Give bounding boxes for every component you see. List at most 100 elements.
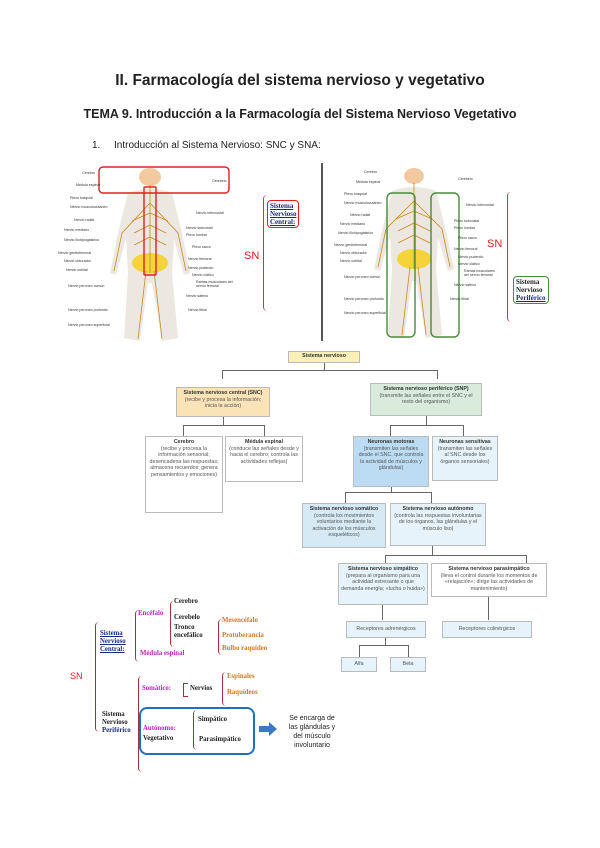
node-title: Sistema nervioso autónomo — [402, 506, 474, 512]
label-peroneo-comun: Nervio peroneo común — [68, 284, 105, 288]
document-title: II. Farmacología del sistema nervioso y … — [115, 72, 485, 89]
box-snc-line: Central: — [270, 218, 296, 226]
connector — [223, 415, 224, 425]
label-peroneo-profundo: Nervio peroneo profundo — [344, 297, 384, 301]
connector — [385, 555, 527, 564]
label-pudendo: Nervio pudendo — [458, 255, 484, 259]
node-title: Sistema nervioso parasimpático — [448, 566, 530, 572]
label-ciatico: Nervio ciático — [192, 273, 214, 277]
node-title: Alfa — [354, 661, 364, 667]
node-desc: (controla los movimientos voluntarios me… — [312, 512, 376, 539]
node-title: Sistema nervioso central (SNC) — [183, 390, 263, 396]
box-snc-line: Nervioso — [270, 210, 297, 218]
cm-cerebro: Cerebro — [174, 598, 198, 605]
label-cerebro: Cerebro — [364, 170, 377, 174]
brace-snc — [135, 610, 140, 662]
label-plexo-sacro: Plexo sacro — [458, 236, 477, 240]
label-peroneo-profundo: Nervio peroneo profundo — [68, 308, 108, 312]
node-title: Receptores adrenérgicos — [356, 626, 416, 632]
box-snp-line: Nervioso — [516, 286, 543, 294]
arrow-right-icon — [259, 722, 277, 736]
label-peroneo-comun: Nervio peroneo común — [344, 275, 381, 279]
cm-line: Central: — [100, 646, 125, 653]
label-tibial: Nervio tibial — [188, 308, 207, 312]
label-obturador: Nervio obturador — [64, 259, 91, 263]
label-cubital: Nervio cubital — [66, 268, 88, 272]
node-title: Médula espinal — [245, 439, 283, 445]
label-peroneo-superficial: Nervio peroneo superficial — [344, 311, 386, 315]
document-subtitle: TEMA 9. Introducción a la Farmacología d… — [83, 107, 517, 121]
label-safeno: Nervio safeno — [186, 294, 209, 298]
node-desc: (conduce las señales desde y hacia el ce… — [229, 445, 299, 465]
label-subcostal: Nervio subcostal — [186, 226, 213, 230]
connector — [432, 546, 433, 555]
node-desc: (prepara al organismo para una actividad… — [341, 572, 425, 592]
label-ramas-femoral: Ramas musculares del nervio femoral — [196, 280, 233, 288]
node-parasimpatico: Sistema nervioso parasimpático(lleva el … — [431, 563, 547, 597]
connector — [324, 362, 325, 370]
body-illustration-snc — [98, 166, 230, 341]
node-cerebro: Cerebro(recibe y procesa la información … — [145, 436, 223, 513]
box-snp-line: Periférico — [516, 294, 546, 302]
cm-line: Nervioso — [100, 638, 126, 645]
label-medula: Médula espinal — [76, 183, 101, 187]
label-iliohipogastrico: Nervio iliohipogástrico — [64, 238, 100, 242]
label-intercostal: Nervio intercostal — [466, 203, 494, 207]
label-plexo-sacro: Plexo sacro — [192, 245, 211, 249]
connector — [183, 425, 265, 436]
cm-sn-label: SN — [70, 671, 83, 681]
node-snp: Sistema nervioso periférico (SNP)(transm… — [370, 383, 482, 416]
node-title: Sistema nervioso somático — [309, 506, 379, 512]
box-snp-line: Sistema — [516, 278, 540, 286]
autonomo-highlight-box — [139, 707, 255, 755]
connector — [382, 604, 383, 620]
node-receptores-adrenergicos: Receptores adrenérgicos — [346, 621, 426, 638]
label-pudendo: Nervio pudendo — [188, 266, 214, 270]
label-plexo-braquial: Plexo braquial — [70, 196, 93, 200]
node-title: Beta — [402, 661, 414, 667]
node-desc: (transmiten las señales desde el SNC, qu… — [358, 445, 424, 472]
brace-snc — [263, 195, 268, 311]
node-snc: Sistema nervioso central (SNC)(recibe y … — [176, 387, 270, 417]
cm-mesencefalo: Mesencéfalo — [222, 617, 258, 624]
cm-line: encefálico — [174, 632, 203, 639]
label-medula: Médula espinal — [356, 180, 381, 184]
node-desc: (controla las respuestas involuntarias d… — [394, 512, 482, 532]
label-plexo-braquial: Plexo braquial — [344, 192, 367, 196]
node-sistema-nervioso: Sistema nervioso — [288, 351, 360, 363]
cm-autonomo: Autónomo: — [143, 725, 176, 732]
cm-vegetativo: Vegetativo — [143, 735, 174, 742]
node-title: Receptores colinérgicos — [458, 626, 516, 632]
label-genitofemoral: Nervio genitofemoral — [58, 251, 92, 255]
label-safeno: Nervio safeno — [454, 283, 477, 287]
cm-nervios: Nervios — [190, 685, 213, 692]
section-heading: 1.Introducción al Sistema Nervioso: SNC … — [92, 140, 321, 151]
cm-snp-label: Sistema Nervioso Periférico — [102, 711, 131, 735]
label-femoral: Nervio femoral — [454, 247, 478, 251]
node-title: Neuronas motoras — [367, 439, 415, 445]
sn-label-2: SN — [487, 238, 503, 250]
cm-note: Se encarga de las glándulas y del múscul… — [282, 714, 342, 750]
node-beta: Beta — [390, 657, 426, 672]
node-alfa: Alfa — [341, 657, 377, 672]
brace-tronco — [218, 619, 223, 655]
connector — [345, 492, 432, 503]
label-cerebelo: Cerebelo — [212, 179, 227, 183]
cm-line: Nervioso — [102, 719, 128, 726]
divider-line — [321, 163, 323, 341]
node-title: Cerebro — [173, 439, 195, 445]
label-iliohipogastrico: Nervio iliohipogástrico — [338, 231, 374, 235]
node-medula: Médula espinal(conduce las señales desde… — [225, 436, 303, 482]
node-title: Sistema nervioso — [302, 353, 346, 359]
node-desc: (recibe y procesa la información sensori… — [149, 445, 219, 478]
label-peroneo-superficial: Nervio peroneo superficial — [68, 323, 110, 327]
connector — [426, 415, 427, 425]
node-neuronas-sensitivas: Neuronas sensitivas(transmiten las señal… — [432, 436, 498, 481]
cm-bulbo: Bulbo raquídeo — [222, 645, 268, 652]
node-desc: (recibe y procesa la información; inicia… — [184, 396, 262, 410]
node-title: Sistema nervioso periférico (SNP) — [383, 386, 469, 392]
node-somatico: Sistema nervioso somático(controla los m… — [302, 503, 386, 548]
label-intercostal: Nervio intercostal — [196, 211, 224, 215]
body-illustration-snp — [374, 168, 460, 338]
label-ciatico: Nervio ciático — [458, 262, 480, 266]
